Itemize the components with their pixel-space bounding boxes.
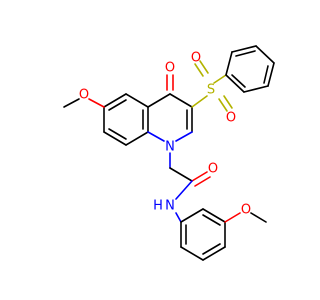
svg-text:N: N (165, 199, 175, 214)
svg-text:S: S (207, 83, 215, 98)
sulfonyl-oxygen-top-label: O (191, 51, 201, 66)
chemical-structure-diagram: O S O O O N O N H O (63, 45, 275, 261)
methoxy-group-quinoline (63, 98, 105, 108)
amide-nitrogen-label: N H (153, 199, 175, 214)
methoxyphenyl-ring (175, 208, 267, 261)
methoxy-oxygen-quinoline-label: O (79, 88, 89, 103)
amide-hydrogen-label: H (153, 199, 163, 214)
sulfonyl-oxygen-bottom-label: O (226, 111, 236, 126)
svg-text:O: O (79, 88, 89, 103)
svg-text:O: O (208, 162, 218, 177)
phenyl-ring-sulfonyl (225, 45, 275, 93)
svg-text:O: O (241, 203, 251, 218)
methoxy-oxygen-aryl-label: O (241, 203, 251, 218)
acetamide-linker (169, 152, 211, 200)
sulfonyl-group (191, 60, 233, 112)
ketone-oxygen-label: O (165, 61, 175, 76)
ketone-group (166, 74, 174, 91)
amide-oxygen-label: O (208, 162, 218, 177)
pyridone-ring (147, 93, 193, 142)
svg-text:O: O (191, 51, 201, 66)
sulfur-label: S (207, 83, 215, 98)
ring-nitrogen-label: N (165, 140, 175, 155)
svg-text:N: N (165, 140, 175, 155)
benzo-ring (103, 93, 149, 146)
svg-text:O: O (226, 111, 236, 126)
svg-text:O: O (165, 61, 175, 76)
